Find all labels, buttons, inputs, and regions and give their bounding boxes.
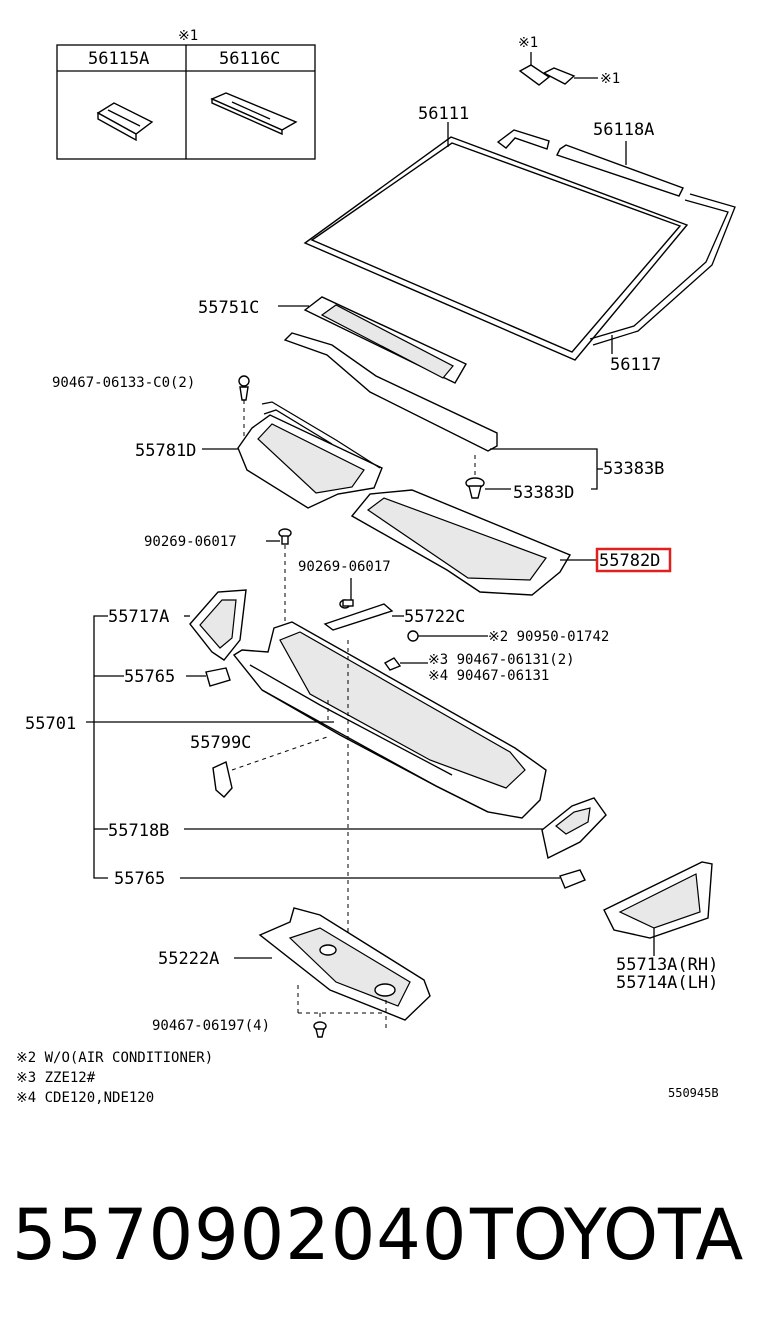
louver-55782D: 55782D — [350, 489, 672, 596]
part-label-90467-06131[interactable]: ※4 90467-06131 — [428, 668, 549, 684]
part-label-56116C[interactable]: 56116C — [219, 49, 280, 69]
footnote-3: ※4 CDE120,NDE120 — [16, 1090, 154, 1106]
callout-mark-1a: ※1 — [518, 35, 538, 51]
part-label-56118A[interactable]: 56118A — [593, 120, 654, 140]
footer-banner: 5570902040 TOYOTA — [0, 1185, 760, 1285]
part-label-55765-a[interactable]: 55765 — [124, 667, 175, 687]
part-label-55782D[interactable]: 55782D — [599, 551, 660, 571]
callout-mark-1b: ※1 — [600, 71, 620, 87]
part-number: 5570902040 — [12, 1194, 468, 1276]
part-label-55781D[interactable]: 55781D — [135, 441, 196, 461]
highlight-box — [595, 547, 672, 573]
bracket-55718B: 55718B — [108, 797, 607, 860]
footnote-2: ※3 ZZE12# — [16, 1070, 96, 1086]
bracket-55722C: 55722C — [323, 603, 465, 631]
clip-56116C-drawing — [210, 92, 298, 136]
part-label-90467-06133[interactable]: 90467-06133-C0(2) — [52, 375, 195, 391]
clip-53383D-drawing — [465, 455, 511, 499]
pad-55765-lower: 55765 — [114, 869, 586, 889]
part-label-90467-06197[interactable]: 90467-06197(4) — [152, 1018, 270, 1034]
footnote-1: ※2 W/O(AIR CONDITIONER) — [16, 1050, 213, 1066]
part-label-53383B[interactable]: 53383B — [603, 459, 664, 479]
part-label-56115A[interactable]: 56115A — [88, 49, 149, 69]
part-label-90269-06017-a[interactable]: 90269-06017 — [144, 534, 237, 550]
part-label-90269-06017-b[interactable]: 90269-06017 — [298, 559, 391, 575]
part-label-90950-01742[interactable]: ※2 90950-01742 — [488, 629, 609, 645]
part-label-56111[interactable]: 56111 — [418, 104, 469, 124]
clip-inset-box: ※1 56115A 56116C — [56, 28, 316, 160]
part-label-56117[interactable]: 56117 — [610, 355, 661, 375]
windshield-glass: 56111 — [303, 104, 689, 361]
part-label-55722C[interactable]: 55722C — [404, 607, 465, 627]
windshield-clips: ※1 ※1 — [518, 35, 620, 87]
part-label-55718B[interactable]: 55718B — [108, 821, 169, 841]
part-label-55751C[interactable]: 55751C — [198, 298, 259, 318]
seal-53383D: 53383B 53383D — [283, 332, 664, 503]
clip-56115A-drawing — [96, 102, 154, 142]
inset-mark: ※1 — [178, 28, 198, 44]
retainer-55751C: 55751C — [198, 296, 467, 384]
clip-90467-06133: 90467-06133-C0(2) — [52, 375, 250, 440]
part-label-53383D[interactable]: 53383D — [513, 483, 574, 503]
brand-name: TOYOTA — [470, 1194, 744, 1276]
part-label-55799C[interactable]: 55799C — [190, 733, 251, 753]
panel-55222A: 55222A — [158, 907, 431, 1030]
parts-diagram: ※1 56115A 56116C ※1 ※1 56111 — [16, 28, 736, 1106]
part-label-55717A[interactable]: 55717A — [108, 607, 169, 627]
screw-90269-b: 90269-06017 — [298, 559, 391, 609]
windshield-moulding: 56118A 56117 — [496, 120, 736, 375]
louver-55781D: 55781D — [135, 401, 383, 509]
part-label-55701[interactable]: 55701 — [25, 714, 76, 734]
fasteners-right: ※2 90950-01742 ※3 90467-06131(2) ※4 9046… — [383, 629, 609, 684]
group-bracket-55701: 55701 — [25, 615, 334, 879]
part-label-55714A[interactable]: 55714A(LH) — [616, 973, 718, 993]
footnotes: ※2 W/O(AIR CONDITIONER) ※3 ZZE12# ※4 CDE… — [16, 1050, 719, 1106]
side-panel-55713A: 55713A(RH) 55714A(LH) — [603, 861, 718, 993]
screw-90269-a: 90269-06017 — [144, 528, 292, 640]
bracket-55717A: 55717A — [108, 589, 247, 661]
part-label-90467-06131-2[interactable]: ※3 90467-06131(2) — [428, 652, 575, 668]
part-label-55222A[interactable]: 55222A — [158, 949, 219, 969]
clip-90467-06197: 90467-06197(4) — [152, 1018, 327, 1038]
diagram-id: 550945B — [668, 1086, 719, 1100]
part-55799C: 55799C — [190, 733, 331, 798]
pad-55765-upper: 55765 — [124, 667, 231, 687]
part-label-55765-b[interactable]: 55765 — [114, 869, 165, 889]
part-label-55713A[interactable]: 55713A(RH) — [616, 955, 718, 975]
